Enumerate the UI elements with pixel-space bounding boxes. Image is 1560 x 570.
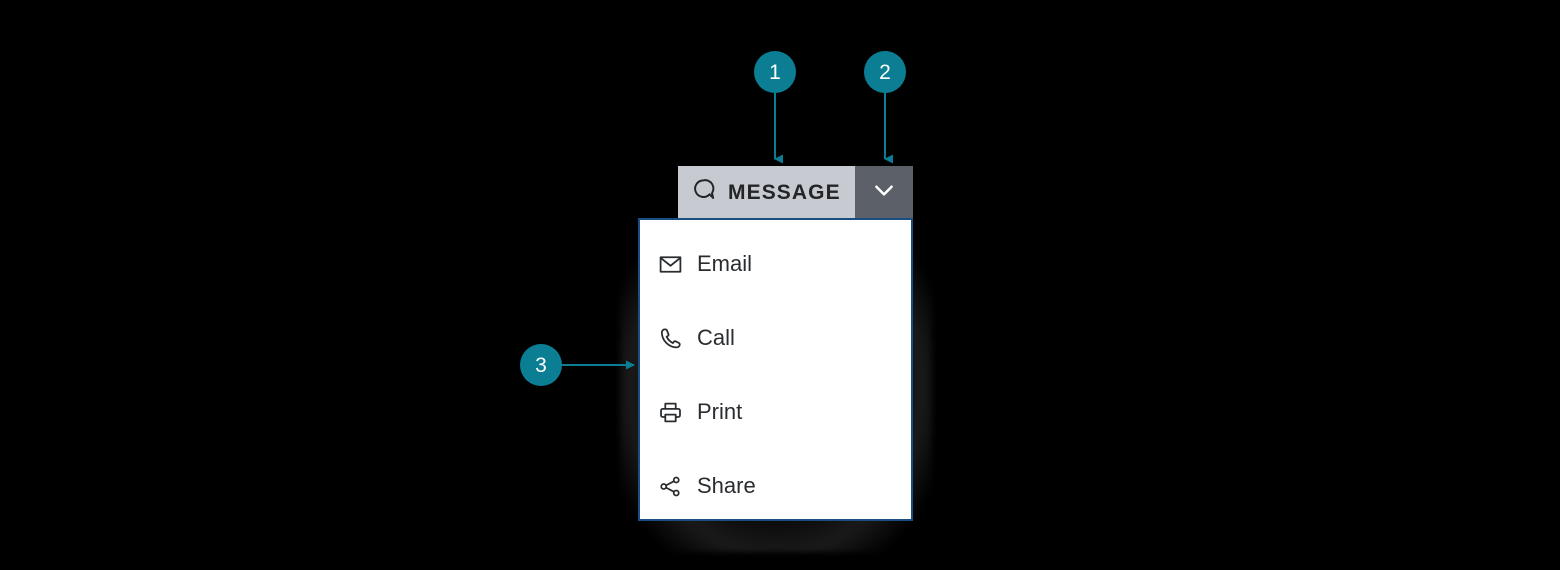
- callout-badge-3-number: 3: [535, 353, 547, 377]
- share-nodes-icon: [657, 473, 683, 499]
- callout-badge-2: 2: [864, 51, 906, 93]
- menu-item-email-label: Email: [697, 251, 753, 276]
- menu-item-email[interactable]: Email: [640, 237, 911, 291]
- message-button[interactable]: MESSAGE: [678, 166, 855, 218]
- chevron-down-icon: [871, 177, 897, 208]
- split-button: MESSAGE: [678, 166, 913, 218]
- callout-badge-1-number: 1: [769, 60, 781, 84]
- dropdown-menu: Email Call Print: [638, 218, 913, 521]
- menu-item-print-label: Print: [697, 399, 743, 424]
- message-bubble-icon: [692, 177, 717, 207]
- envelope-icon: [657, 251, 683, 277]
- callout-badge-1: 1: [754, 51, 796, 93]
- menu-item-call-label: Call: [697, 325, 735, 350]
- callout-badge-3: 3: [520, 344, 562, 386]
- menu-item-call[interactable]: Call: [640, 311, 911, 365]
- menu-item-print[interactable]: Print: [640, 385, 911, 439]
- menu-item-share-label: Share: [697, 473, 756, 498]
- dropdown-toggle-button[interactable]: [855, 166, 913, 218]
- phone-icon: [657, 325, 683, 351]
- message-button-label: MESSAGE: [728, 180, 841, 204]
- callout-badge-2-number: 2: [879, 60, 891, 84]
- printer-icon: [657, 399, 683, 425]
- menu-item-share[interactable]: Share: [640, 459, 911, 513]
